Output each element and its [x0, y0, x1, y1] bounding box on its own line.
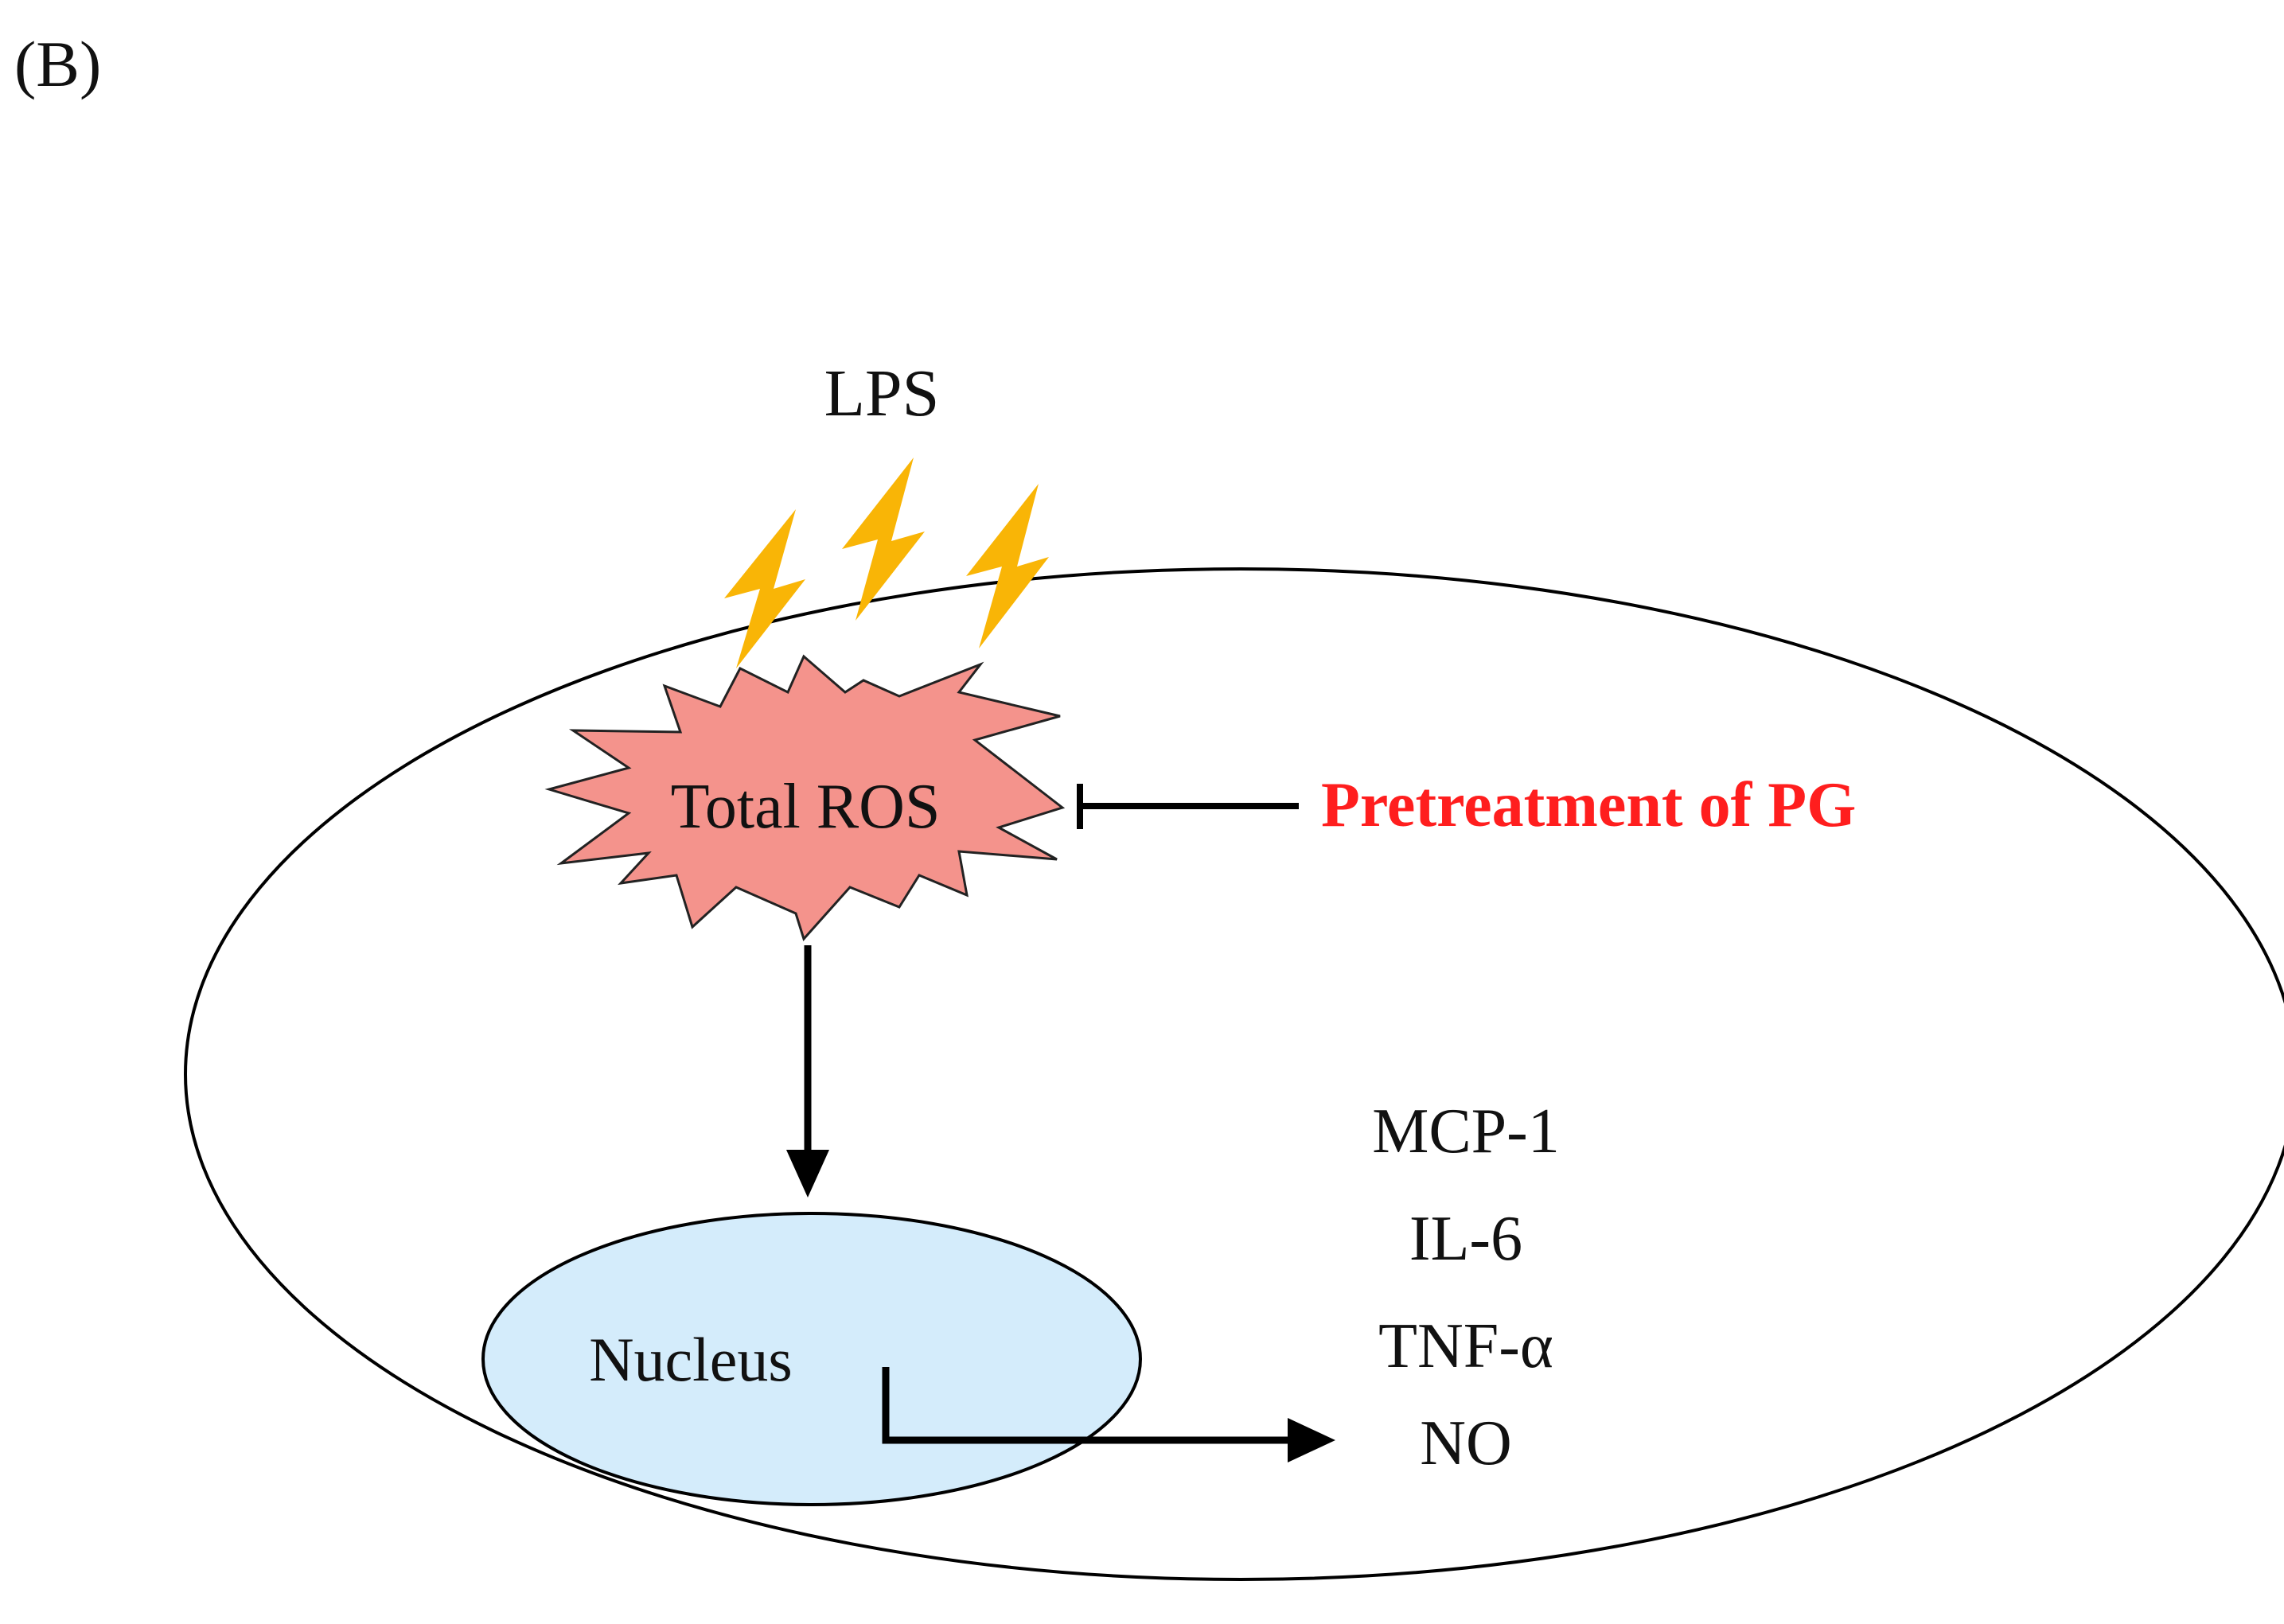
lightning-bolt-icon: [724, 509, 805, 668]
lightning-bolt-icon: [966, 484, 1049, 648]
output-il6: IL-6: [1409, 1204, 1522, 1274]
cell-membrane: [184, 567, 2284, 1581]
panel-label: (B): [14, 28, 101, 100]
transcription-arrow: [882, 1367, 1335, 1462]
inhibition-arrow: [1077, 784, 1299, 829]
output-mcp1: MCP-1: [1372, 1096, 1560, 1166]
lps-label: LPS: [824, 356, 940, 430]
nucleus-label: Nucleus: [589, 1325, 793, 1394]
lightning-bolt-icon: [842, 458, 925, 621]
output-list: MCP-1 IL-6 TNF-α NO: [1372, 1096, 1560, 1478]
output-tnf-alpha: TNF-α: [1378, 1311, 1553, 1381]
nucleus: [481, 1212, 1142, 1506]
ros-label: Total ROS: [671, 772, 941, 842]
lps-lightning-bolts: [724, 458, 1049, 668]
output-no: NO: [1420, 1408, 1512, 1478]
inhibitor-label: Pretreatment of PG: [1321, 770, 1856, 840]
ros-to-nucleus-arrow: [786, 945, 829, 1198]
ros-starburst: [544, 654, 1066, 941]
